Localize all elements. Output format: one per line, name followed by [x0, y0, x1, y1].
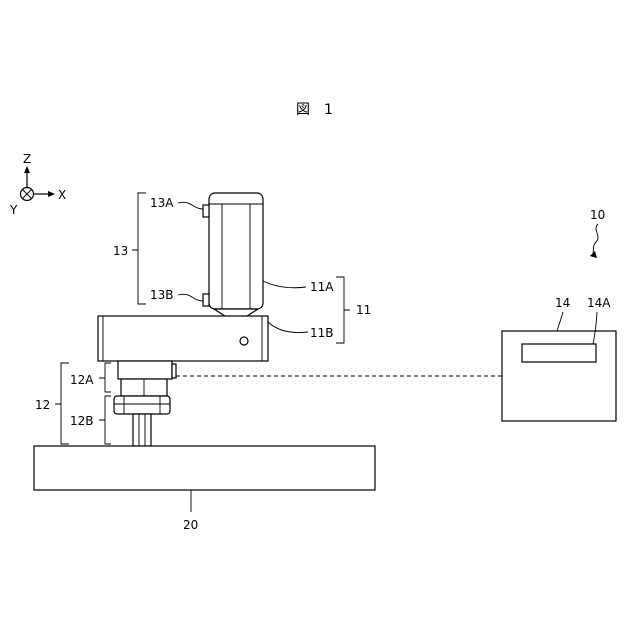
label-sensor-upper: 13A — [150, 196, 174, 210]
sensor-cylinder — [209, 193, 263, 318]
sensor-element-lower — [203, 294, 209, 306]
bracket-sensor — [132, 193, 146, 304]
head-block — [98, 316, 268, 361]
label-tool-lower: 12B — [70, 414, 94, 428]
tool-assembly — [114, 361, 176, 446]
bracket-tool-upper — [99, 363, 111, 392]
label-head-upper: 11A — [310, 280, 334, 294]
controller-unit — [502, 331, 616, 421]
label-tool: 12 — [35, 398, 50, 412]
label-base: 20 — [183, 518, 198, 532]
label-head: 11 — [356, 303, 371, 317]
label-tool-upper: 12A — [70, 373, 94, 387]
bracket-tool-lower — [99, 396, 111, 444]
base-plate — [34, 446, 375, 490]
label-head-lower: 11B — [310, 326, 334, 340]
axis-indicator: Z X Y — [9, 152, 66, 217]
figure-title: 図 1 — [296, 102, 333, 118]
z-axis-label: Z — [23, 152, 31, 166]
x-axis-label: X — [58, 188, 66, 202]
bracket-head — [336, 277, 350, 343]
sensor-element-upper — [203, 205, 209, 217]
label-controller: 14 — [555, 296, 570, 310]
label-sensor-lower: 13B — [150, 288, 174, 302]
label-system: 10 — [590, 208, 605, 222]
y-axis-label: Y — [9, 203, 18, 217]
label-display: 14A — [587, 296, 611, 310]
bracket-tool — [55, 363, 69, 444]
label-sensor: 13 — [113, 244, 128, 258]
controller-display — [522, 344, 596, 362]
